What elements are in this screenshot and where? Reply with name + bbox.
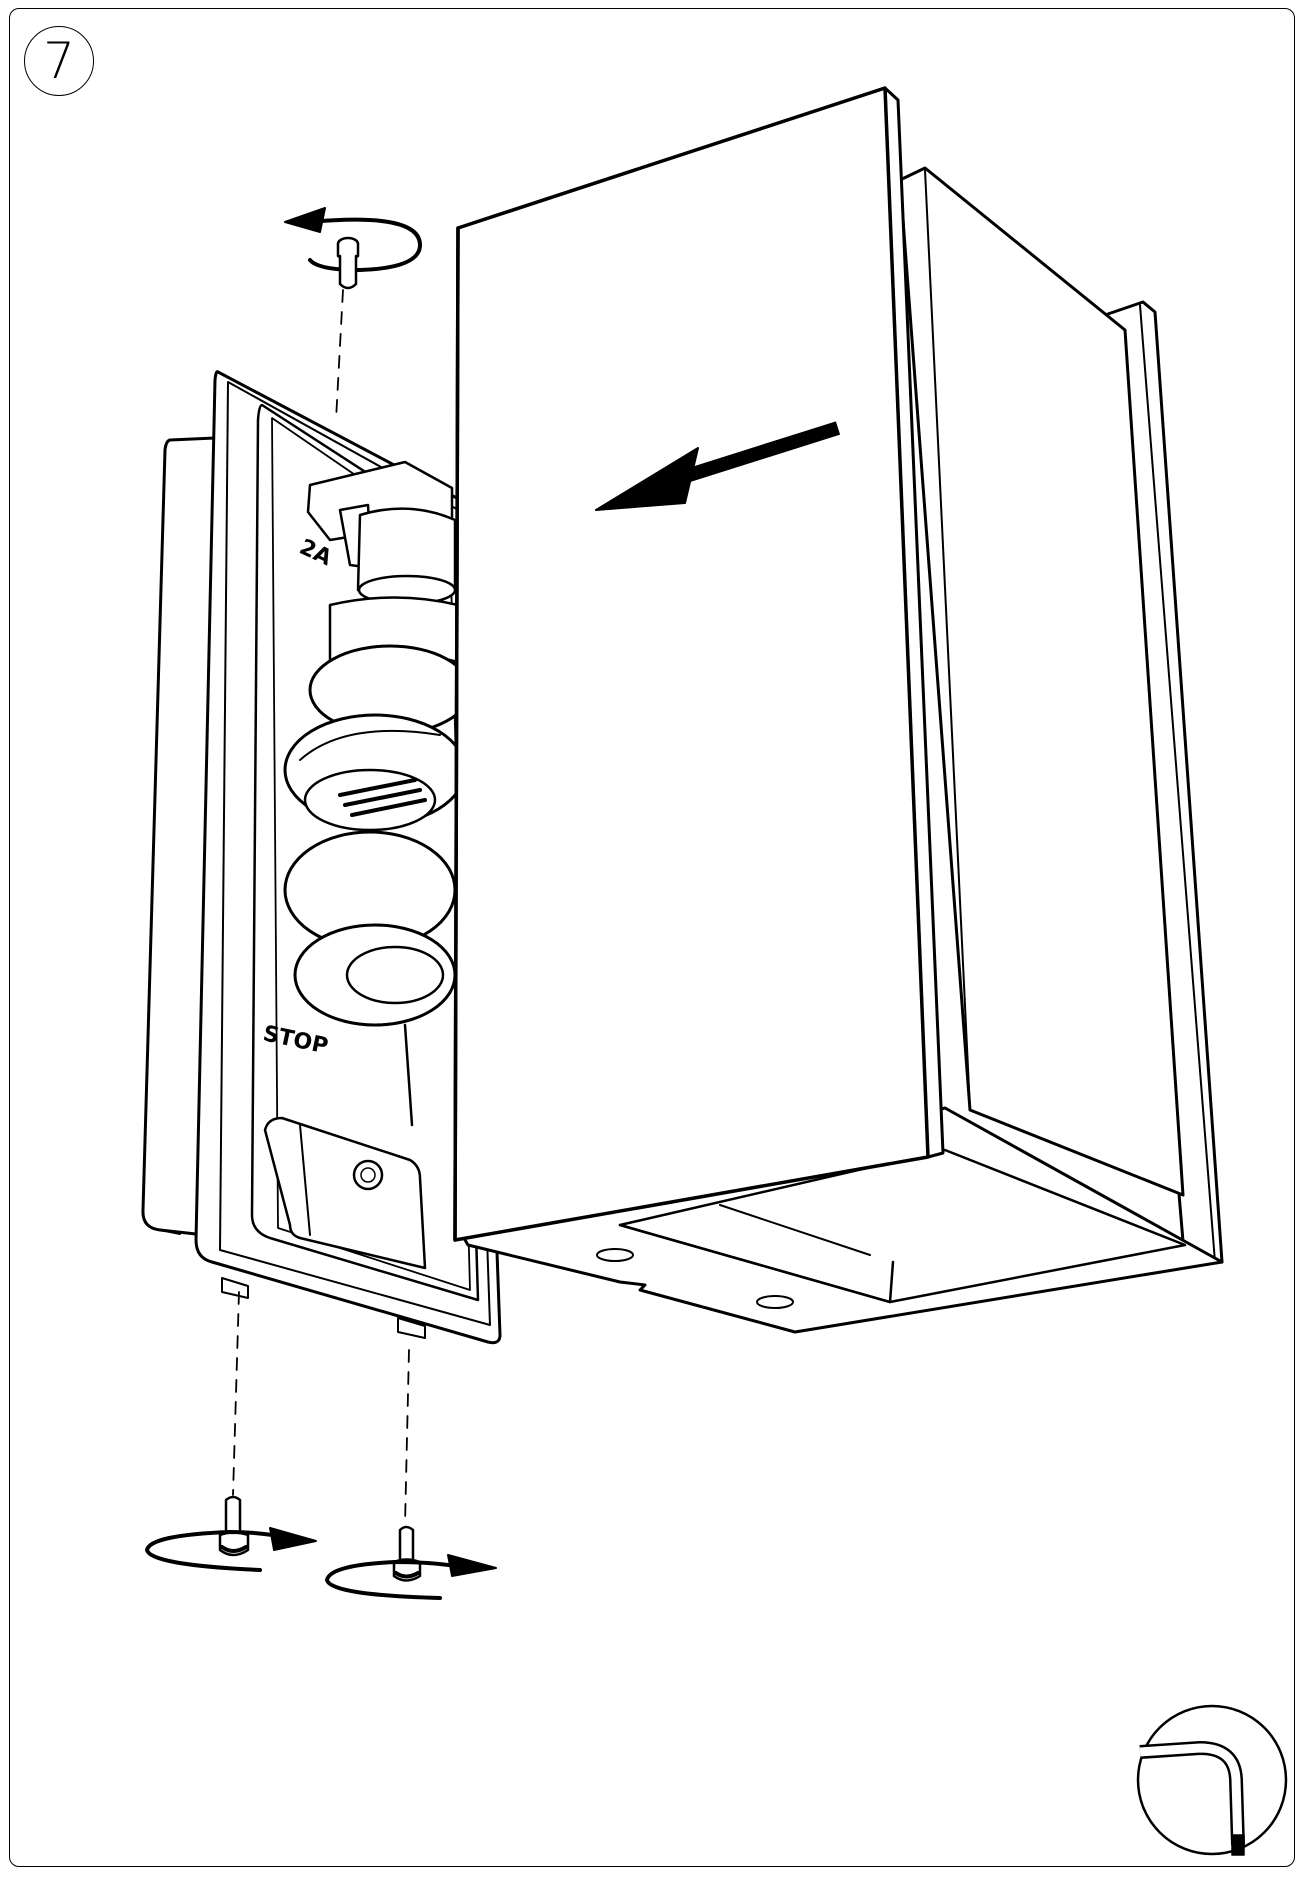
page-frame [9, 8, 1295, 1867]
cover-box [453, 86, 1224, 1334]
screw-icon [336, 236, 360, 290]
step-number-badge: 7 [24, 26, 94, 96]
bottom-screw-left-group [145, 1291, 317, 1572]
rotate-counterclockwise-icon [308, 217, 422, 272]
top-screw-group [284, 207, 422, 421]
rotate-clockwise-icon [145, 1530, 292, 1572]
hex-key-icon [1136, 1704, 1288, 1856]
screw-icon [392, 1525, 422, 1582]
rotate-clockwise-icon [325, 1560, 457, 1600]
spiral-bulb [283, 596, 472, 1127]
step-number: 7 [43, 32, 75, 90]
slide-left-arrow-icon [595, 421, 841, 511]
lamp-socket: 2A [295, 460, 457, 606]
screw-icon [218, 1495, 250, 1557]
bottom-screw-right-group [325, 1349, 497, 1600]
